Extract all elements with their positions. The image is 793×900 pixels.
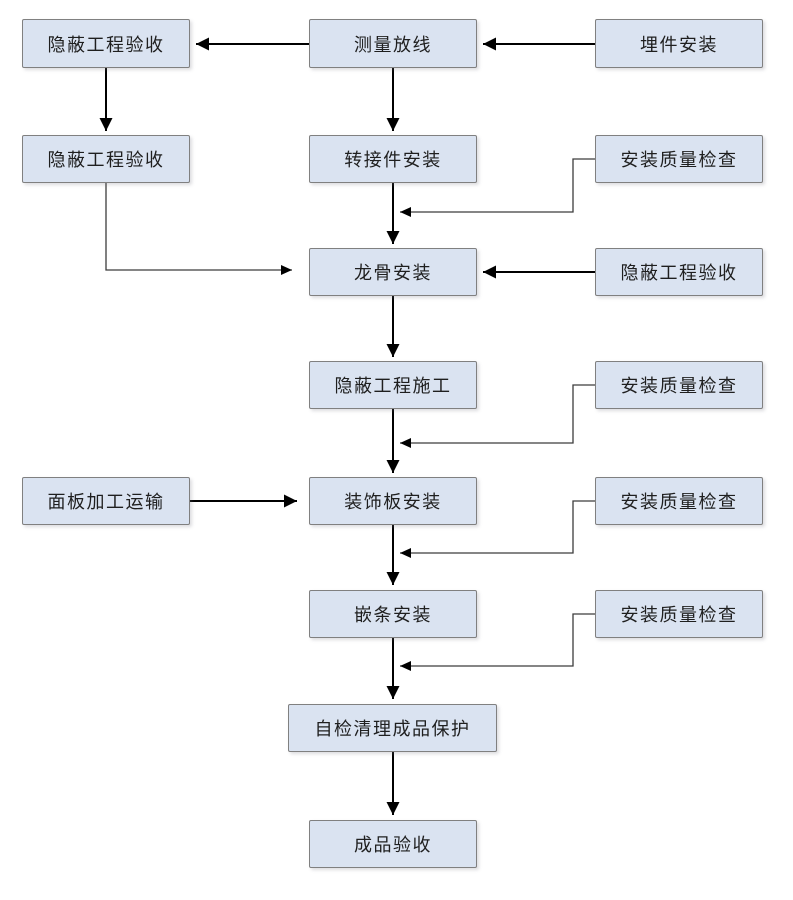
flow-node-adapter-install: 转接件安装 <box>309 135 477 183</box>
arrowhead-icon <box>281 265 292 275</box>
flow-node-label: 成品验收 <box>354 835 432 855</box>
arrowhead-icon <box>400 661 411 671</box>
arrowhead-icon <box>284 494 297 508</box>
arrowhead-icon <box>196 37 209 51</box>
flow-node-label: 隐蔽工程验收 <box>47 34 165 55</box>
flow-node-label: 安装质量检查 <box>620 150 738 170</box>
edge-hidden-work-acceptance-2-to-keel-install <box>105 183 292 271</box>
flow-node-hidden-work-acceptance-3: 隐蔽工程验收 <box>595 248 763 296</box>
flow-node-hidden-work-acceptance-1: 隐蔽工程验收 <box>22 19 190 68</box>
flow-node-embed-install: 埋件安装 <box>595 19 763 68</box>
flow-node-measure-layout: 测量放线 <box>309 19 477 68</box>
flow-node-hidden-work-construction: 隐蔽工程施工 <box>309 361 477 409</box>
flow-node-label: 面板加工运输 <box>47 492 165 512</box>
flow-node-quality-check-4: 安装质量检查 <box>595 590 763 638</box>
flow-node-label: 安装质量检查 <box>620 605 738 625</box>
arrowhead-icon <box>400 548 411 558</box>
flow-node-label: 转接件安装 <box>344 150 442 170</box>
flow-node-panel-processing-transport: 面板加工运输 <box>22 477 190 525</box>
arrowhead-icon <box>483 265 496 279</box>
flow-node-label: 嵌条安装 <box>354 605 432 625</box>
flow-node-keel-install: 龙骨安装 <box>309 248 477 296</box>
flow-node-label: 隐蔽工程验收 <box>47 150 165 170</box>
arrowhead-icon <box>386 344 400 357</box>
arrowhead-icon <box>400 207 411 217</box>
flow-node-trim-strip-install: 嵌条安装 <box>309 590 477 638</box>
flow-node-quality-check-3: 安装质量检查 <box>595 477 763 525</box>
arrowhead-icon <box>386 686 400 699</box>
flow-node-hidden-work-acceptance-2: 隐蔽工程验收 <box>22 135 190 183</box>
flow-node-decorative-panel-install: 装饰板安装 <box>309 477 477 525</box>
arrowhead-icon <box>99 118 113 131</box>
flow-node-quality-check-1: 安装质量检查 <box>595 135 763 183</box>
arrowhead-icon <box>386 231 400 244</box>
arrowhead-icon <box>386 802 400 815</box>
flow-node-label: 安装质量检查 <box>620 492 738 512</box>
arrowhead-icon <box>386 460 400 473</box>
arrowhead-icon <box>386 118 400 131</box>
flow-node-label: 龙骨安装 <box>354 263 432 283</box>
flow-node-self-check-cleanup-protection: 自检清理成品保护 <box>288 704 497 752</box>
arrowhead-icon <box>386 572 400 585</box>
flow-node-label: 装饰板安装 <box>344 492 442 512</box>
flow-node-label: 隐蔽工程施工 <box>334 376 452 396</box>
flow-node-label: 安装质量检查 <box>620 376 738 396</box>
flow-node-label: 自检清理成品保护 <box>314 719 471 739</box>
flow-node-label: 测量放线 <box>354 34 432 55</box>
flow-node-quality-check-2: 安装质量检查 <box>595 361 763 409</box>
flow-node-label: 埋件安装 <box>640 34 718 55</box>
arrowhead-icon <box>400 438 411 448</box>
arrowhead-icon <box>483 37 496 51</box>
flow-node-finished-product-acceptance: 成品验收 <box>309 820 477 868</box>
flow-node-label: 隐蔽工程验收 <box>620 263 738 283</box>
